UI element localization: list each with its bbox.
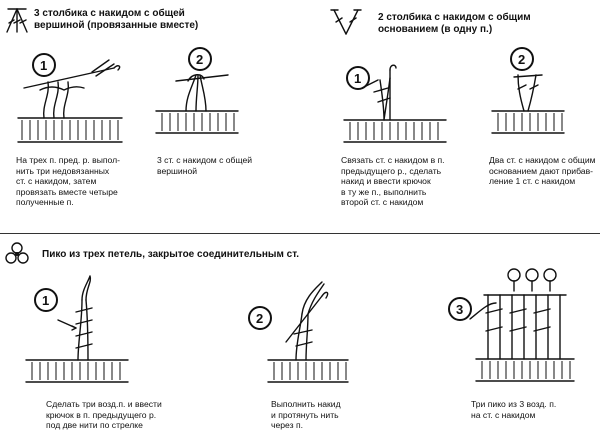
picot-symbol-icon [5, 242, 29, 264]
svg-text:2: 2 [196, 52, 203, 67]
svg-text:1: 1 [42, 293, 49, 308]
section1-title: 3 столбика с накидом с общей вершиной (п… [34, 8, 199, 31]
section1-caption2: 3 ст. с накидом с общей вершиной [157, 155, 253, 176]
section3-step3-illustration: 3 [448, 268, 575, 382]
svg-text:2: 2 [256, 311, 263, 326]
section3-step1-illustration: 1 [25, 275, 129, 383]
section3-caption1: Сделать три возд.п. и ввести крючок в п.… [46, 399, 162, 431]
section-divider [0, 233, 600, 234]
section2-title: 2 столбика с накидом с общим основанием … [378, 12, 531, 35]
section3-caption3: Три пико из 3 возд. п. на ст. с накидом [471, 399, 557, 420]
svg-text:1: 1 [40, 58, 47, 73]
svg-text:3: 3 [456, 302, 463, 317]
section2-caption2: Два ст. с накидом с общим основанием даю… [489, 155, 596, 187]
section3-caption2: Выполнить накид и протянуть нить через п… [271, 399, 341, 431]
section1-step1-illustration: 1 [17, 53, 123, 143]
tc2inc-symbol-icon [330, 9, 362, 35]
section1-caption1: На трех п. пред. р. выпол- нить три недо… [16, 155, 121, 208]
section3-title: Пико из трех петель, закрытое соединител… [42, 249, 300, 260]
section1-step2-illustration: 2 [155, 47, 239, 134]
section3-step2-illustration: 2 [248, 281, 349, 383]
tc3tog-symbol-icon [6, 8, 28, 33]
svg-text:2: 2 [518, 52, 525, 67]
section2-caption1: Связать ст. с накидом в п. предыдущего р… [341, 155, 445, 208]
section2-step2-illustration: 2 [491, 47, 565, 134]
section2-step1-illustration: 1 [343, 64, 447, 143]
svg-text:1: 1 [354, 71, 361, 86]
